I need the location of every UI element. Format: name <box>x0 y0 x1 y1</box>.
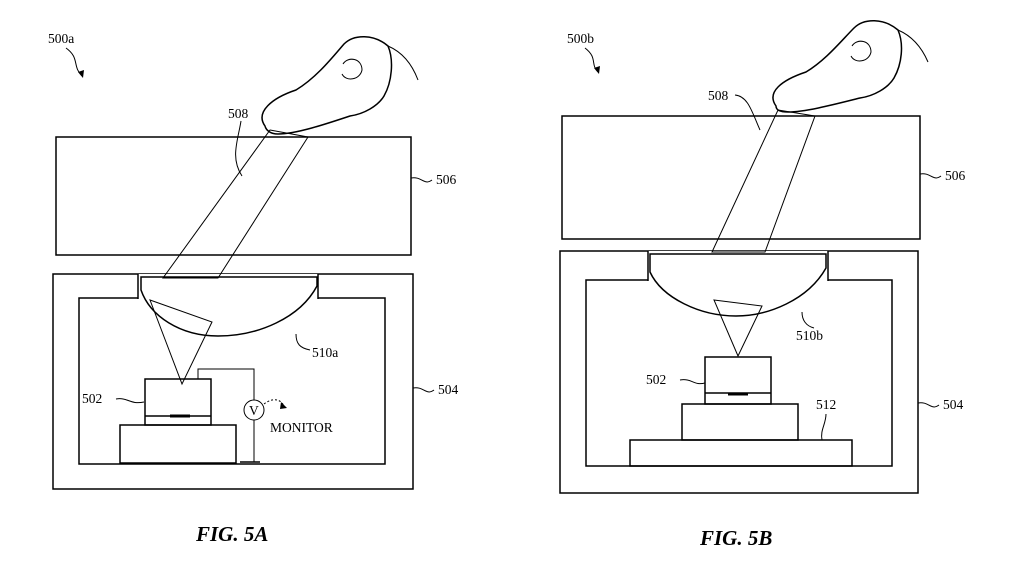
sensor-label: 502 <box>646 372 666 387</box>
lens <box>649 253 827 317</box>
focus-cone <box>713 299 763 358</box>
fingernail <box>341 58 363 80</box>
housing-leader <box>917 402 940 408</box>
figure-caption: FIG. 5B <box>699 526 772 550</box>
light-beam <box>162 129 309 279</box>
cover-label: 506 <box>436 172 457 187</box>
beam-label: 508 <box>228 106 249 121</box>
cover-label: 506 <box>945 168 966 183</box>
sensor-stack <box>629 356 853 467</box>
fingernail <box>850 40 872 62</box>
light-beam <box>711 109 816 253</box>
housing <box>559 250 919 494</box>
housing <box>52 273 414 490</box>
lens-leader <box>801 311 815 329</box>
figure-caption: FIG. 5A <box>195 522 268 546</box>
lens-label: 510b <box>796 328 823 343</box>
monitor-label: MONITOR <box>270 420 333 435</box>
voltmeter-label: V <box>249 403 259 418</box>
beam-leader <box>734 94 761 131</box>
finger-edge <box>387 45 419 81</box>
finger-icon <box>772 20 903 113</box>
figure-5a: 500a 508 506 504 <box>48 31 459 546</box>
voltmeter-icon <box>243 399 265 421</box>
cover-leader <box>410 177 433 183</box>
lens-label: 510a <box>312 345 338 360</box>
base-label: 512 <box>816 397 836 412</box>
finger-edge <box>897 29 929 63</box>
housing-label: 504 <box>943 397 964 412</box>
housing-label: 504 <box>438 382 459 397</box>
arrow-head-icon <box>594 66 600 74</box>
lens <box>140 276 318 337</box>
sensor-label: 502 <box>82 391 102 406</box>
beam-leader <box>235 120 243 177</box>
lens-leader <box>295 333 311 351</box>
figure-ref-label: 500a <box>48 31 74 46</box>
figure-ref-label: 500b <box>567 31 594 46</box>
cover-leader <box>919 173 942 179</box>
sensor-leader <box>679 379 706 385</box>
figure-5b: 500b 508 506 504 510b <box>559 20 966 550</box>
sensor-leader <box>115 398 145 404</box>
housing-leader <box>412 387 435 393</box>
focus-cone <box>149 299 213 386</box>
arrow-head-icon <box>280 402 287 409</box>
arrow-head-icon <box>78 70 84 78</box>
sensor-stack <box>119 378 237 464</box>
beam-label: 508 <box>708 88 729 103</box>
cover-layer <box>561 115 921 240</box>
finger-icon <box>261 36 393 135</box>
base-leader <box>821 413 827 441</box>
monitor-circuit: V <box>197 368 287 463</box>
cover-layer <box>55 136 412 256</box>
